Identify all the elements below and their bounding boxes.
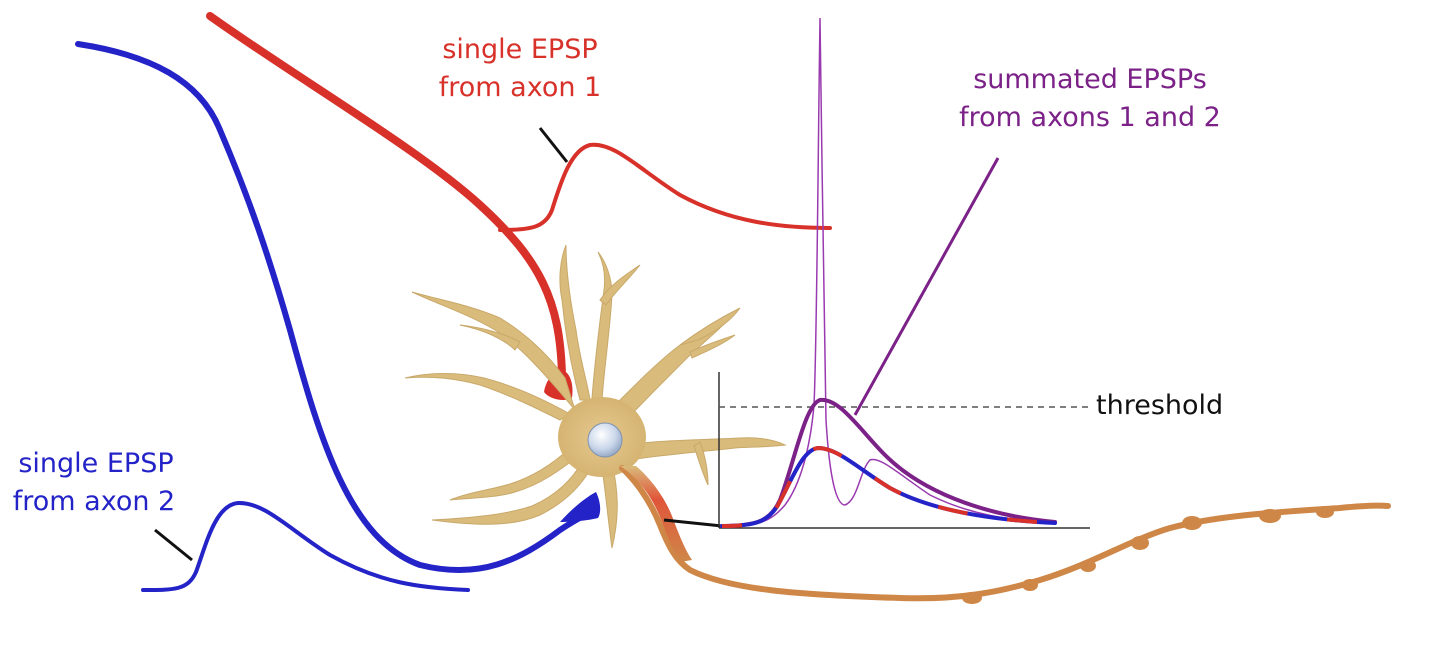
label-axon1-line1: single EPSP — [442, 34, 597, 65]
pointer-axon-1 — [538, 127, 569, 163]
action-potential-trace — [721, 17, 1051, 527]
synapse-terminal-icon — [560, 492, 601, 522]
label-summated-line2: from axons 1 and 2 — [959, 102, 1221, 133]
pointer-summated — [853, 157, 1000, 416]
label-axon1-line2: from axon 1 — [439, 72, 602, 103]
epsp-trace-axon-2 — [141, 500, 470, 592]
pointer-axon-2 — [154, 528, 193, 562]
axon-2 — [75, 41, 601, 574]
summated-epsp-trace — [720, 397, 1057, 528]
nucleus-icon — [587, 422, 623, 458]
neuron-cell-icon — [404, 244, 787, 549]
single-epsp-trace-red — [721, 445, 1056, 528]
axon-varicosities — [962, 506, 1334, 604]
epsp-trace-axon-1 — [498, 142, 832, 232]
summation-plot — [718, 17, 1092, 529]
label-summated-line1: summated EPSPs — [973, 64, 1207, 95]
label-threshold: threshold — [1096, 390, 1223, 421]
output-axon — [619, 465, 1391, 604]
label-axon2-line2: from axon 2 — [13, 486, 176, 517]
recording-lead — [663, 518, 723, 528]
label-axon2-line1: single EPSP — [18, 448, 173, 479]
